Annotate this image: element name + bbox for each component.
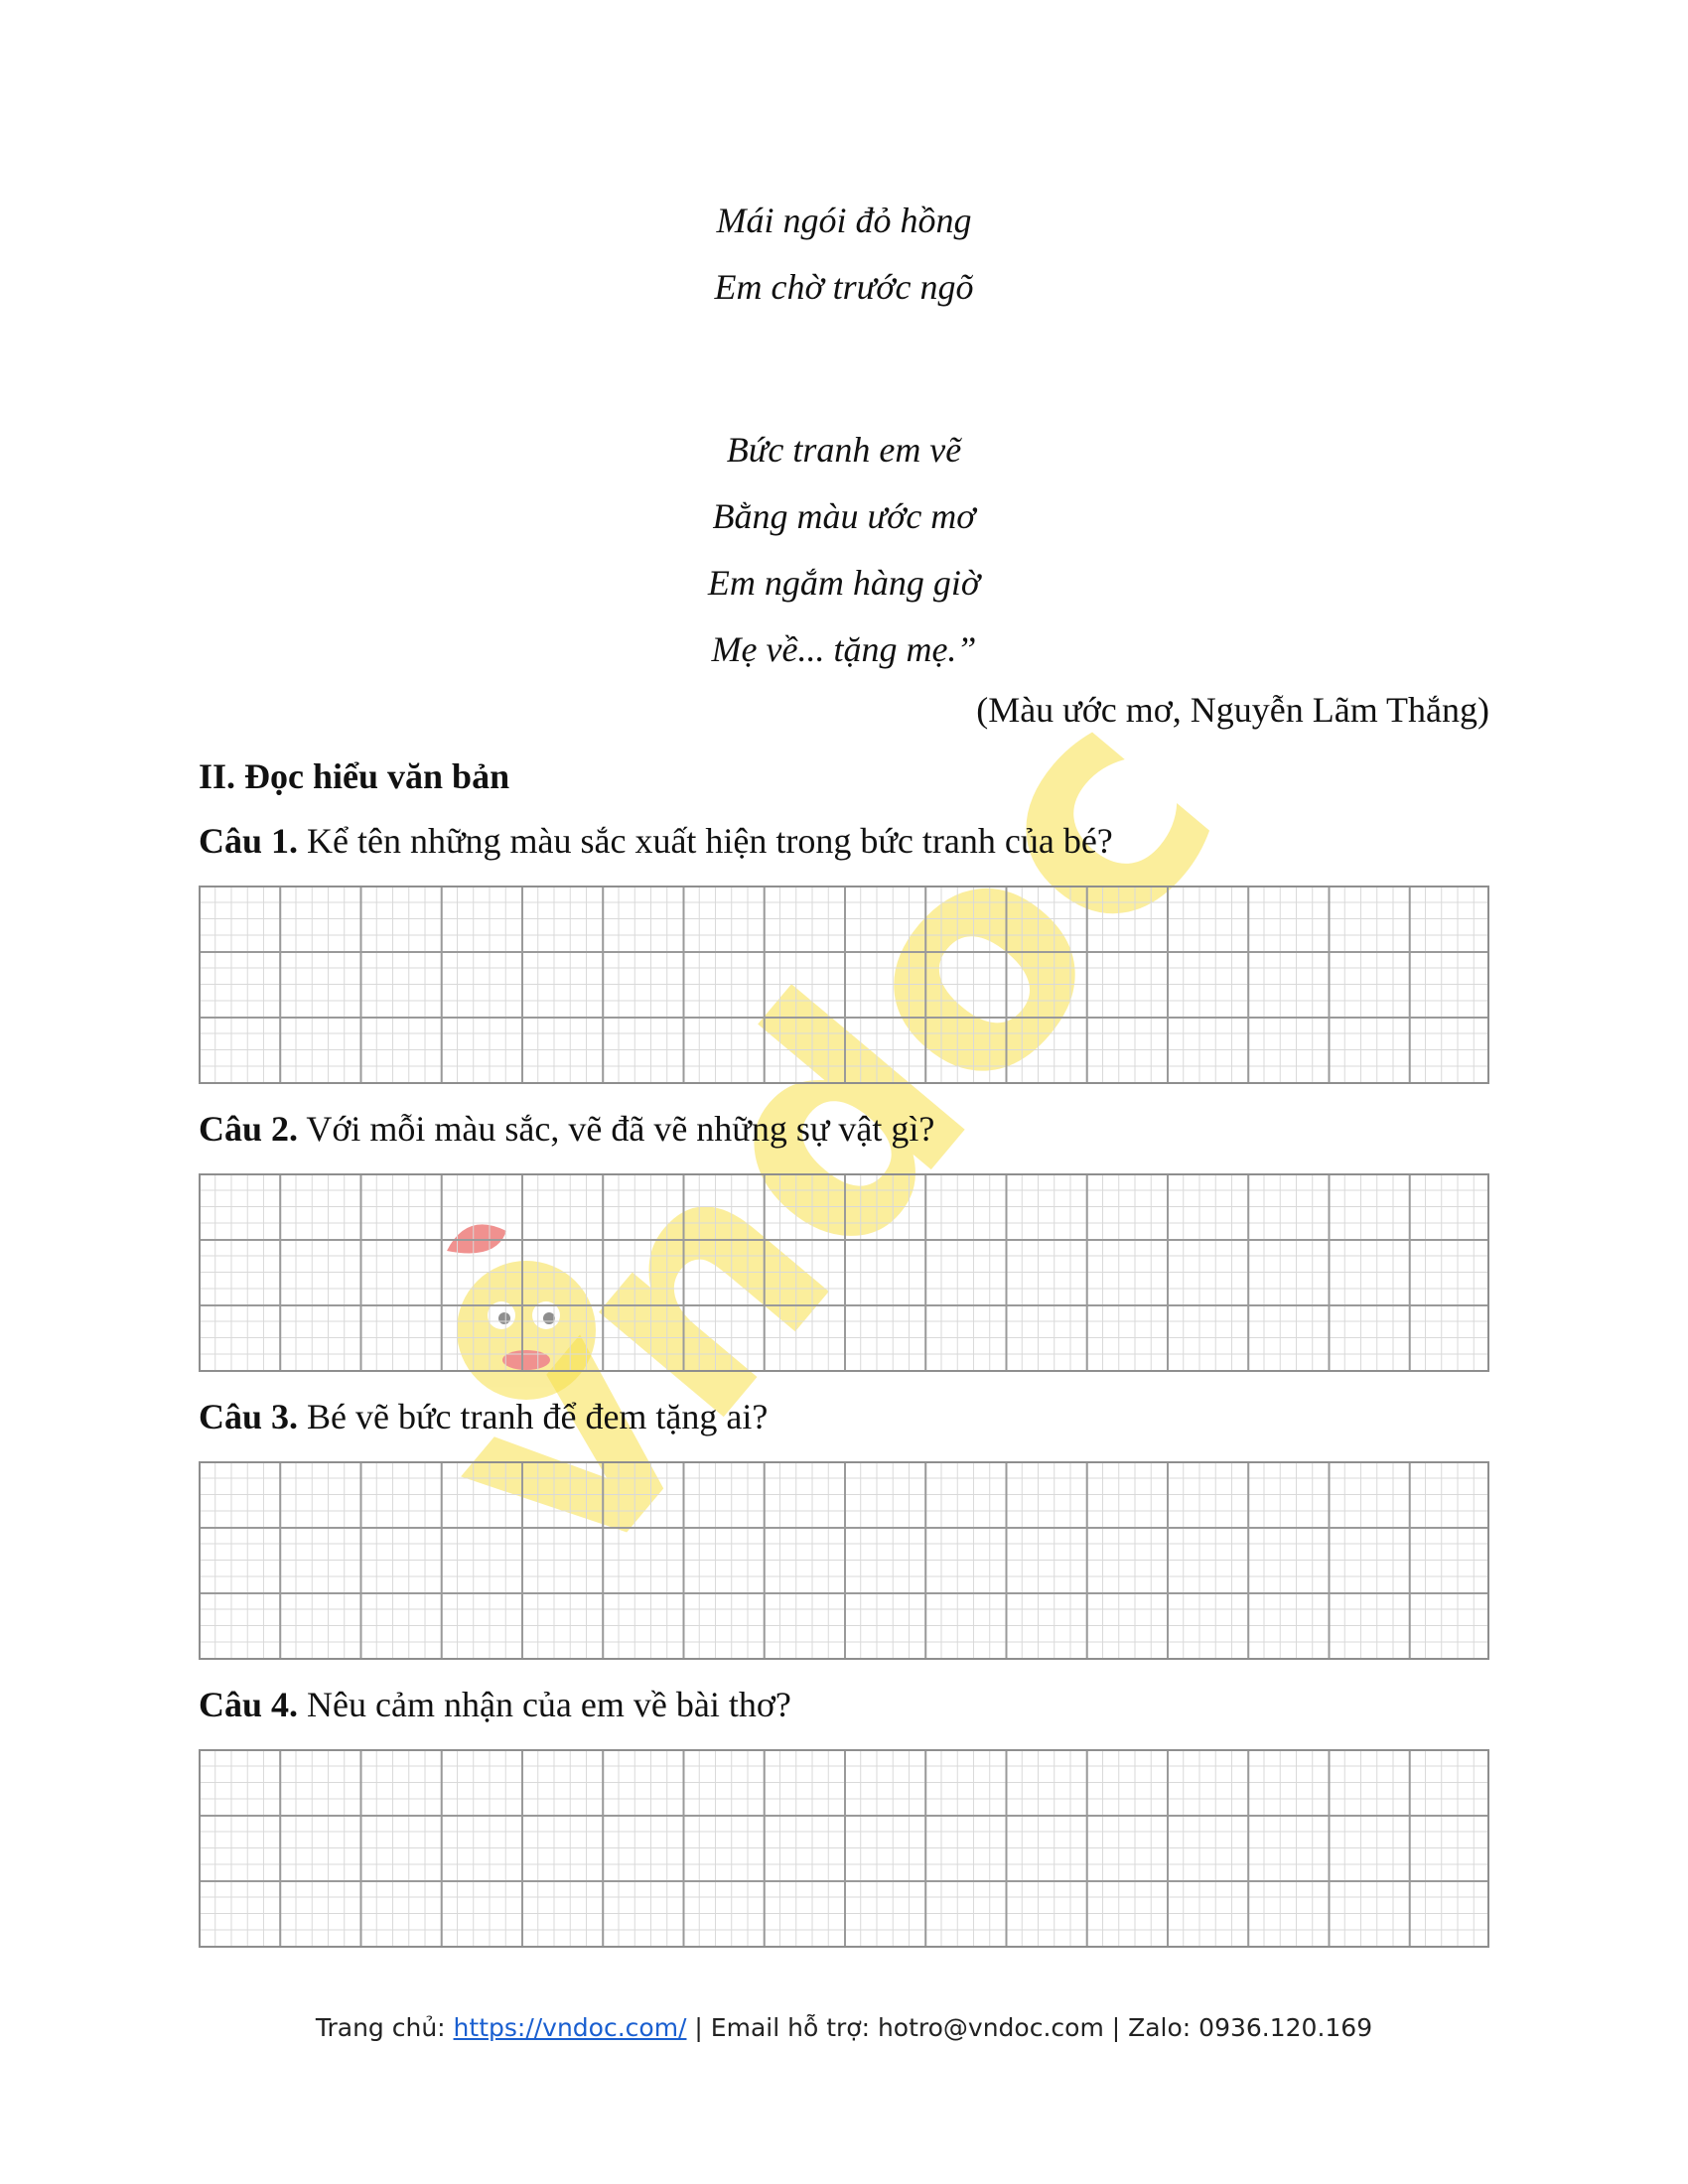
poem-stanza-2: Bức tranh em vẽ Bằng màu ước mơ Em ngắm … [0,417,1688,683]
answer-grid-2[interactable] [199,1173,1489,1372]
footer-prefix: Trang chủ: [315,2013,454,2042]
question-text: Với mỗi màu sắc, vẽ đã vẽ những sự vật g… [298,1109,935,1149]
answer-grid-1[interactable] [199,886,1489,1084]
question-number: Câu 4. [199,1685,299,1724]
question-number: Câu 2. [199,1109,299,1149]
page-footer: Trang chủ: https://vndoc.com/ | Email hỗ… [0,2013,1688,2042]
homepage-link[interactable]: https://vndoc.com/ [453,2013,687,2042]
poem-stanza-1: Mái ngói đỏ hồng Em chờ trước ngõ [0,188,1688,321]
poem-line: Mẹ về... tặng mẹ.” [711,629,977,669]
question-text: Nêu cảm nhận của em về bài thơ? [298,1685,791,1724]
poem-line: Em ngắm hàng giờ [707,563,981,603]
section-title: II. Đọc hiểu văn bản [199,756,510,796]
poem-credit: (Màu ước mơ, Nguyễn Lãm Thắng) [976,690,1489,730]
question-2: Câu 2. Với mỗi màu sắc, vẽ đã vẽ những s… [199,1104,934,1154]
answer-grid-4[interactable] [199,1749,1489,1948]
footer-contact: | Email hỗ trợ: hotro@vndoc.com | Zalo: … [686,2013,1373,2042]
question-number: Câu 1. [199,821,299,861]
question-1: Câu 1. Kể tên những màu sắc xuất hiện tr… [199,816,1113,866]
poem-line: Em chờ trước ngõ [714,267,974,307]
answer-grid-3[interactable] [199,1461,1489,1660]
question-3: Câu 3. Bé vẽ bức tranh để đem tặng ai? [199,1392,768,1441]
question-number: Câu 3. [199,1397,299,1436]
question-4: Câu 4. Nêu cảm nhận của em về bài thơ? [199,1680,791,1729]
poem-line: Bằng màu ước mơ [712,496,976,536]
poem-line: Bức tranh em vẽ [726,430,962,470]
question-text: Kể tên những màu sắc xuất hiện trong bức… [298,821,1113,861]
question-text: Bé vẽ bức tranh để đem tặng ai? [298,1397,769,1436]
poem-line: Mái ngói đỏ hồng [716,201,972,240]
